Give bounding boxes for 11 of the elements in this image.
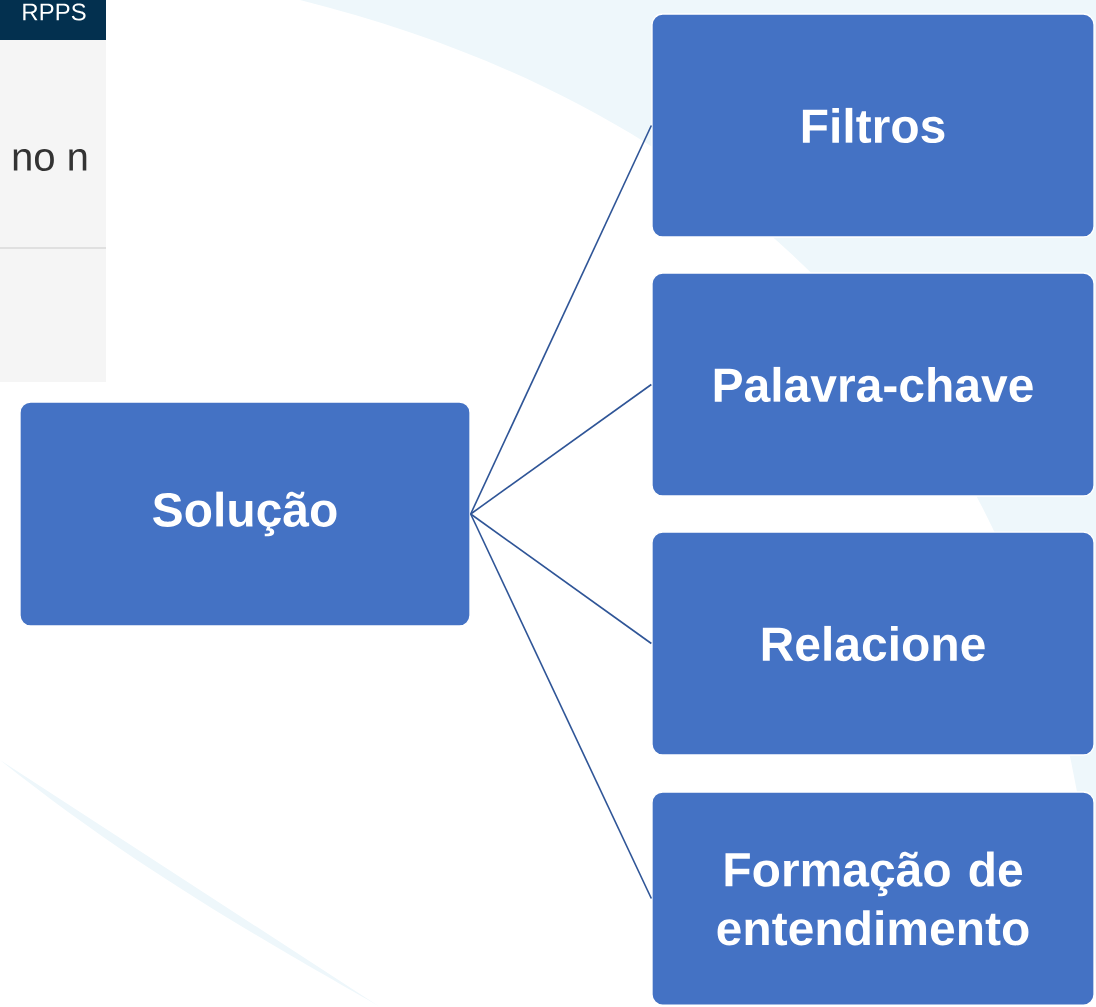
process-box: Relacione xyxy=(651,531,1095,756)
header-text: RPPS xyxy=(23,3,86,21)
process-box: Filtros xyxy=(651,13,1095,238)
connector-line xyxy=(469,383,653,515)
cropped-text: no n xyxy=(13,149,87,171)
process-box: Solução xyxy=(19,401,471,627)
connector-line xyxy=(469,513,653,645)
connector-line xyxy=(469,513,653,900)
process-box: Formação de entendimento xyxy=(651,791,1095,1006)
connector-line xyxy=(469,124,653,515)
process-box: Palavra-chave xyxy=(651,272,1095,497)
